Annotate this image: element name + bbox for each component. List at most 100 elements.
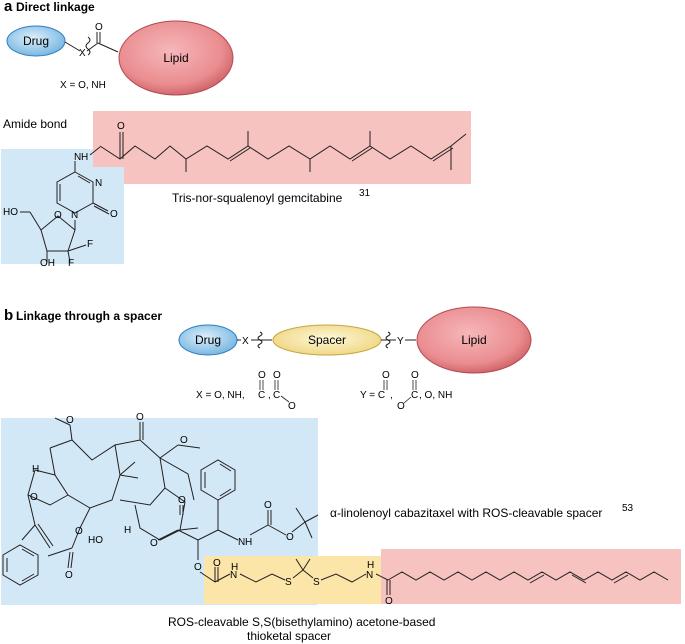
spacer-box-b: [204, 556, 381, 604]
wavy-bond-b1: [257, 331, 263, 349]
bond-drug-x-a: [64, 41, 81, 52]
drug-label-b: Drug: [195, 333, 221, 347]
db-3: [432, 147, 454, 162]
c2-f2: [67, 250, 71, 263]
ho-5: HO: [3, 207, 18, 218]
core-o-4: O: [180, 435, 188, 446]
ch2: [29, 211, 42, 231]
x-def-c1: C: [258, 390, 265, 401]
thioketal-chain: [199, 558, 389, 583]
lin-db-1: [529, 574, 545, 584]
core-o-6: O: [65, 570, 73, 581]
spacer-h-2: H: [367, 560, 374, 571]
compound-ref-b: 53: [622, 503, 634, 514]
panel-a-letter: a: [4, 0, 13, 15]
oh-3: OH: [40, 258, 55, 269]
lipid-o: O: [385, 596, 393, 607]
benzoyl-ring: [2, 544, 39, 586]
db-2: [351, 147, 373, 162]
y-def-comma: ,: [390, 390, 393, 401]
lipid-label-b: Lipid: [461, 333, 486, 347]
core-h-2: H: [124, 525, 131, 536]
compound-name-b: α-linolenoyl cabazitaxel with ROS-cleava…: [330, 506, 602, 520]
f-2: F: [68, 258, 74, 269]
benzoyl-db2: [21, 573, 35, 582]
y-def-c2: C: [411, 390, 418, 401]
wavy-bond-b2: [385, 331, 391, 349]
spacer-label: Spacer: [308, 333, 346, 347]
lipid-box-a: [93, 111, 471, 184]
compound-name-a: Tris-nor-squalenoyl gemcitabine: [172, 191, 343, 205]
phenyl-db3: [219, 488, 232, 497]
side-o-3: O: [286, 532, 294, 543]
x-def-o3: O: [288, 401, 296, 412]
side-o-1: O: [178, 495, 186, 506]
ring-o: O: [110, 209, 118, 220]
spacer-s-1: S: [285, 577, 292, 588]
wavy-bond-a: [85, 36, 91, 56]
nh-co: [89, 146, 101, 156]
lipid-ellipse-b: [416, 306, 532, 374]
y-def-o2: O: [397, 401, 405, 412]
x-def-comma: ,: [268, 390, 271, 401]
amide-o: O: [117, 121, 125, 132]
nh-n: N: [74, 152, 81, 163]
lin-db-2: [571, 574, 587, 584]
y-def-oc: [403, 396, 412, 404]
x-atom-a: X: [79, 48, 86, 59]
spacer-caption-2: thioketal spacer: [247, 629, 331, 643]
pyrimidine-ring: [56, 171, 94, 214]
ring-db-2: [77, 175, 91, 184]
spacer-n-2: N: [366, 570, 373, 581]
x-definition-b: X = O, NH,: [196, 390, 245, 401]
sugar-o: O: [54, 210, 62, 221]
core-o-5: O: [75, 526, 83, 537]
linolenoyl-chain: [387, 571, 669, 581]
carbonyl-o-a: O: [95, 22, 103, 33]
spacer-caption-1: ROS-cleavable S,S(bisethylamino) acetone…: [168, 615, 435, 629]
spacer-s-2: S: [313, 577, 320, 588]
compound-ref-a: 31: [359, 188, 371, 199]
y-definition-tail: , O, NH: [419, 390, 452, 401]
core-o-1: O: [66, 415, 74, 426]
spacer-o-1: O: [213, 558, 221, 569]
lipid-box-b: [381, 549, 681, 604]
side-o-4: O: [194, 562, 202, 573]
db-1: [229, 147, 251, 162]
spacer-n-1: N: [230, 570, 237, 581]
side-o-2: O: [264, 500, 272, 511]
bond-c-lipid-a: [97, 42, 119, 53]
squalenoyl-chain: [99, 133, 467, 160]
core-o-2: O: [30, 492, 38, 503]
side-chain: [157, 500, 319, 560]
core-o-7: O: [150, 538, 158, 549]
panel-b-letter: b: [4, 307, 13, 324]
co-2b: [93, 205, 110, 215]
y-atom-b: Y: [397, 336, 404, 347]
core-h-1: H: [32, 464, 39, 475]
x-def-co2-o: [280, 395, 290, 403]
core-ho: HO: [88, 535, 103, 546]
x-definition-a: X = O, NH: [60, 80, 106, 91]
ring-n-2: N: [71, 210, 78, 221]
co-2a: [92, 202, 109, 212]
sugar-ring: [40, 215, 76, 252]
c2-f1: [67, 244, 87, 252]
spacer-h-1: H: [231, 562, 238, 573]
x-def-o1: O: [258, 370, 266, 381]
f-1: F: [87, 239, 93, 250]
x-def-c2: C: [273, 390, 280, 401]
x-def-o2: O: [273, 370, 281, 381]
core-o-3: O: [136, 412, 144, 423]
benzoyl-db3: [21, 548, 35, 557]
phenyl-db2: [219, 463, 232, 472]
side-h: H: [245, 537, 252, 548]
y-def-o1: O: [382, 370, 390, 381]
phenyl-ring: [200, 459, 236, 501]
side-n: N: [238, 537, 245, 548]
panel-a-title: Direct linkage: [16, 0, 95, 14]
nh-h: H: [81, 152, 88, 163]
y-definition-b: Y = C: [360, 390, 385, 401]
bond-x-c-a: [86, 42, 99, 52]
